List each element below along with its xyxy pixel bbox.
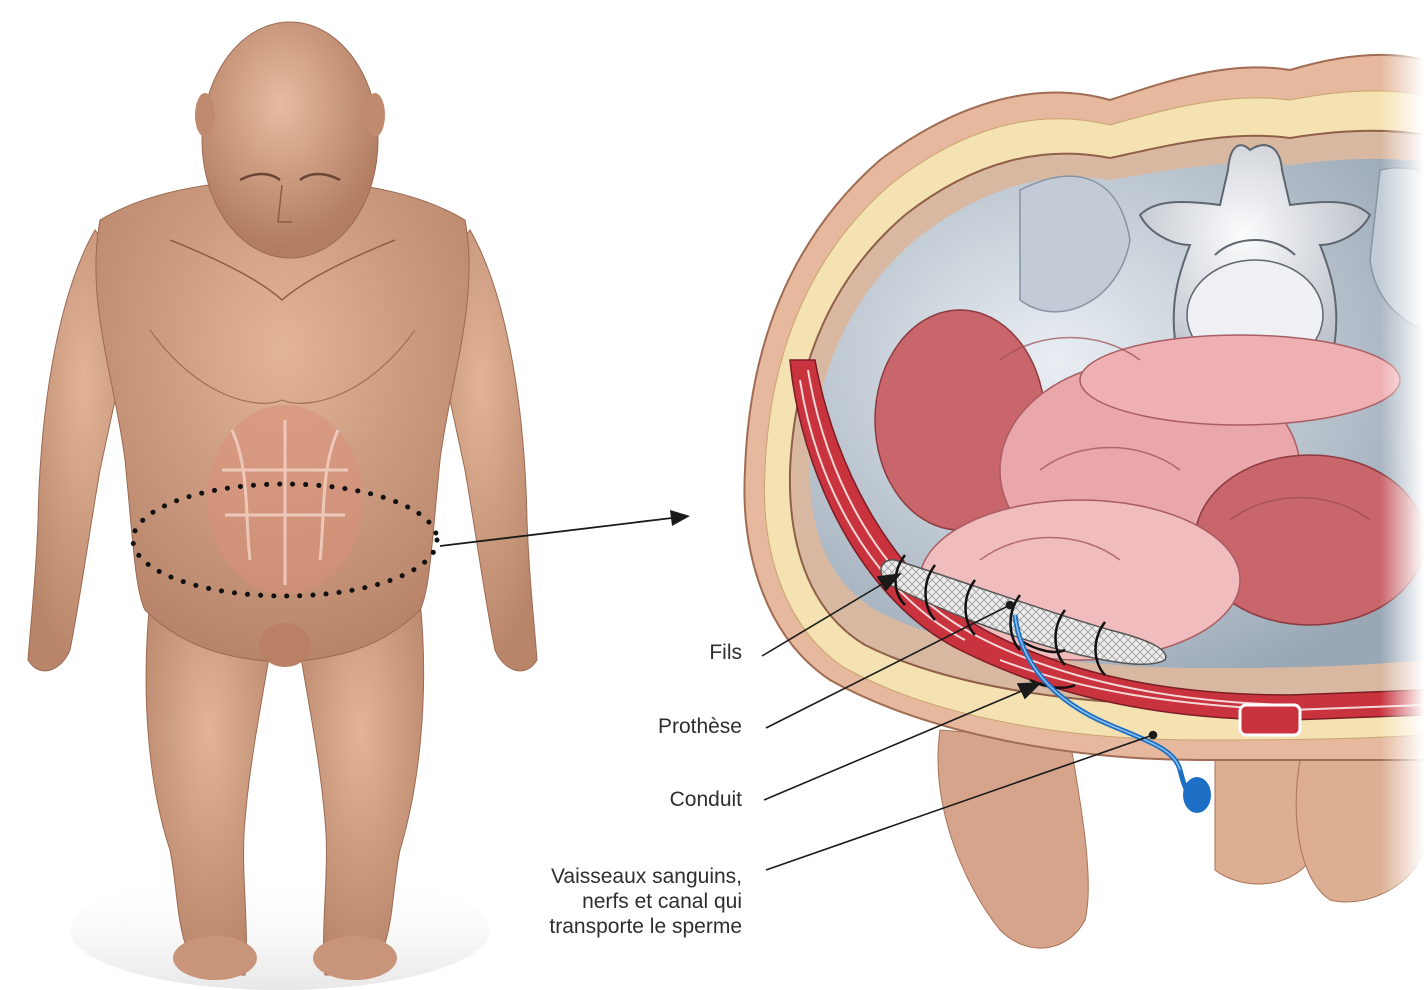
human-figure <box>28 22 537 990</box>
leader-vaisseaux-dot <box>1150 732 1157 739</box>
label-conduit: Conduit <box>670 787 742 812</box>
label-column: Fils Prothèse Conduit Vaisseaux sanguins… <box>470 0 742 990</box>
leader-prothese-dot <box>1007 602 1014 609</box>
floor-shadow <box>70 870 490 990</box>
label-vaisseaux: Vaisseaux sanguins, nerfs et canal qui t… <box>549 864 742 939</box>
linea-alba <box>1240 705 1300 735</box>
label-prothese: Prothèse <box>658 714 742 739</box>
right-ear <box>195 93 215 137</box>
abdominal-cross-section <box>744 40 1424 960</box>
edge-fade <box>1380 40 1424 960</box>
groin <box>259 623 311 667</box>
left-ear <box>365 93 385 137</box>
left-foot <box>313 936 397 980</box>
testicle-marker <box>1183 777 1211 813</box>
label-fils: Fils <box>709 640 742 665</box>
right-foot <box>173 936 257 980</box>
foot-background <box>938 730 1088 948</box>
